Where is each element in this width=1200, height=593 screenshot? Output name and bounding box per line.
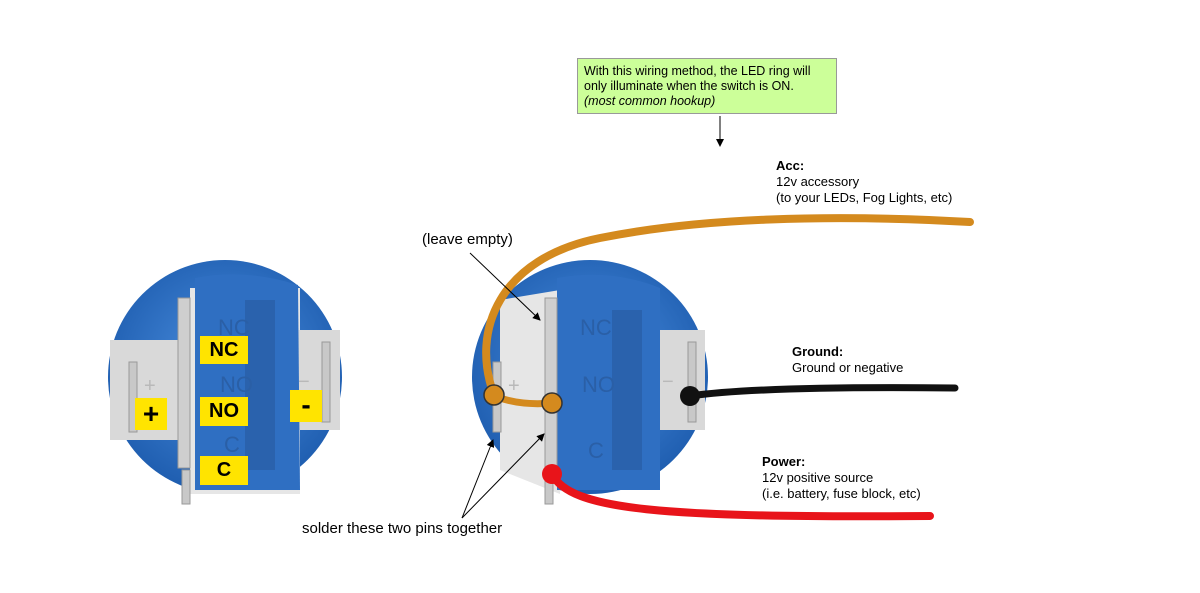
power-wire (548, 470, 934, 521)
ground-point (680, 386, 700, 406)
acc-wire (482, 214, 974, 399)
emboss-minus-right: − (662, 371, 674, 393)
pin-label-plus: + (135, 398, 167, 430)
emboss-no-left: NO (220, 372, 253, 397)
note-line-3: (most common hookup) (584, 94, 716, 108)
pin-label-minus: - (290, 390, 322, 422)
note-line-1: With this wiring method, the LED ring wi… (584, 64, 811, 78)
power-line-1: 12v positive source (762, 470, 874, 485)
emboss-no-right: NO (582, 372, 615, 397)
solder-point-plus (483, 384, 505, 406)
emboss-nc-right: NC (580, 315, 612, 340)
emboss-nc-left: NC (218, 315, 250, 340)
solder-arrow-left (461, 439, 495, 519)
emboss-plus-right: + (508, 375, 520, 397)
emboss-c-right: C (588, 438, 604, 463)
pin-label-nc: NC (200, 336, 248, 364)
power-line-2: (i.e. battery, fuse block, etc) (762, 486, 921, 501)
solder-point-no (541, 392, 563, 414)
power-title: Power: (762, 454, 806, 469)
power-callout: Power: 12v positive source (i.e. battery… (762, 454, 921, 502)
wiring-note: With this wiring method, the LED ring wi… (577, 58, 837, 114)
leave-empty-arrow (469, 252, 541, 321)
solder-arrow-right (461, 433, 545, 519)
note-line-2: only illuminate when the switch is ON. (584, 79, 794, 93)
acc-line-2: (to your LEDs, Fog Lights, etc) (776, 190, 953, 205)
ground-callout: Ground: Ground or negative (792, 344, 903, 376)
emboss-plus-left: + (144, 375, 156, 397)
power-point (542, 464, 562, 484)
pin-label-c: C (200, 456, 248, 485)
acc-title: Acc: (776, 158, 805, 173)
ground-line-1: Ground or negative (792, 360, 904, 375)
solder-label: solder these two pins together (302, 520, 503, 537)
emboss-c-left: C (224, 432, 240, 457)
emboss-minus-left: − (298, 371, 310, 393)
leave-empty-label: (leave empty) (422, 231, 513, 248)
pin-label-no: NO (200, 397, 248, 426)
ground-title: Ground: (792, 344, 844, 359)
acc-callout: Acc: 12v accessory (to your LEDs, Fog Li… (776, 158, 952, 206)
ground-wire (686, 384, 959, 400)
right-switch (472, 260, 708, 505)
acc-line-1: 12v accessory (776, 174, 860, 189)
